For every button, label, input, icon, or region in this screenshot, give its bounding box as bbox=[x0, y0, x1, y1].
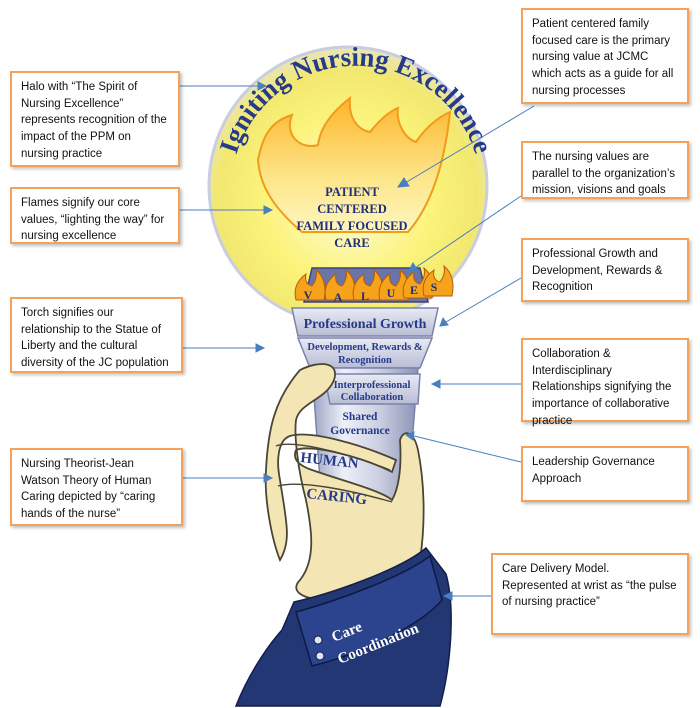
callout-care-delivery: Care Delivery Model. Represented at wris… bbox=[491, 553, 689, 635]
values-row: V A L U E S bbox=[294, 264, 454, 304]
finger-line bbox=[277, 483, 393, 503]
values-letter: S bbox=[431, 280, 438, 294]
wristband bbox=[295, 554, 443, 667]
professional-growth-band bbox=[291, 307, 439, 337]
development-band bbox=[296, 337, 434, 369]
flame-text: PATIENT CENTERED FAMILY FOCUSED CARE bbox=[296, 185, 407, 250]
callout-collaboration: Collaboration & Interdisciplinary Relati… bbox=[521, 338, 689, 427]
connector-arrows bbox=[180, 81, 535, 601]
caring-hand bbox=[264, 363, 425, 601]
callout-values: The nursing values are parallel to the o… bbox=[521, 141, 689, 199]
callout-theorist: Nursing Theorist-Jean Watson Theory of H… bbox=[10, 448, 183, 526]
svg-text:CARING: CARING bbox=[306, 486, 369, 508]
values-letter: A bbox=[334, 290, 343, 304]
svg-text:Recognition: Recognition bbox=[338, 355, 392, 366]
values-letter: V bbox=[304, 288, 313, 302]
svg-text:Development, Rewards &: Development, Rewards & bbox=[307, 342, 422, 353]
svg-text:CARE: CARE bbox=[334, 236, 369, 250]
svg-text:Interprofessional: Interprofessional bbox=[334, 380, 411, 391]
professional-growth-label: Professional Growth bbox=[304, 317, 427, 332]
interprofessional-label: Interprofessional Collaboration bbox=[334, 380, 411, 403]
finger-line bbox=[275, 443, 391, 471]
flames bbox=[256, 95, 452, 233]
values-letter: U bbox=[387, 286, 396, 300]
development-label: Development, Rewards & Recognition bbox=[307, 342, 422, 366]
callout-leadership: Leadership Governance Approach bbox=[521, 446, 689, 502]
svg-text:HUMAN: HUMAN bbox=[300, 450, 360, 472]
svg-text:PATIENT: PATIENT bbox=[325, 185, 379, 199]
wristband-stud bbox=[313, 635, 323, 645]
callout-growth: Professional Growth and Development, Rew… bbox=[521, 238, 689, 302]
svg-text:Shared: Shared bbox=[343, 411, 379, 423]
wristband-stud bbox=[315, 651, 325, 661]
human-caring-label: HUMAN CARING bbox=[300, 450, 369, 508]
svg-text:Collaboration: Collaboration bbox=[341, 392, 404, 403]
svg-text:Governance: Governance bbox=[330, 425, 389, 437]
values-letter: L bbox=[361, 289, 369, 303]
callout-halo: Halo with “The Spirit of Nursing Excelle… bbox=[10, 71, 180, 167]
svg-text:FAMILY FOCUSED: FAMILY FOCUSED bbox=[296, 219, 407, 233]
svg-text:CENTERED: CENTERED bbox=[317, 202, 386, 216]
callout-torch: Torch signifies our relationship to the … bbox=[10, 297, 183, 373]
values-letter: E bbox=[410, 283, 418, 297]
shared-governance-label: Shared Governance bbox=[330, 411, 389, 437]
interprofessional-band bbox=[323, 373, 421, 405]
callout-patient-care: Patient centered family focused care is … bbox=[521, 8, 689, 104]
callout-flames: Flames signify our core values, “lightin… bbox=[10, 187, 180, 244]
